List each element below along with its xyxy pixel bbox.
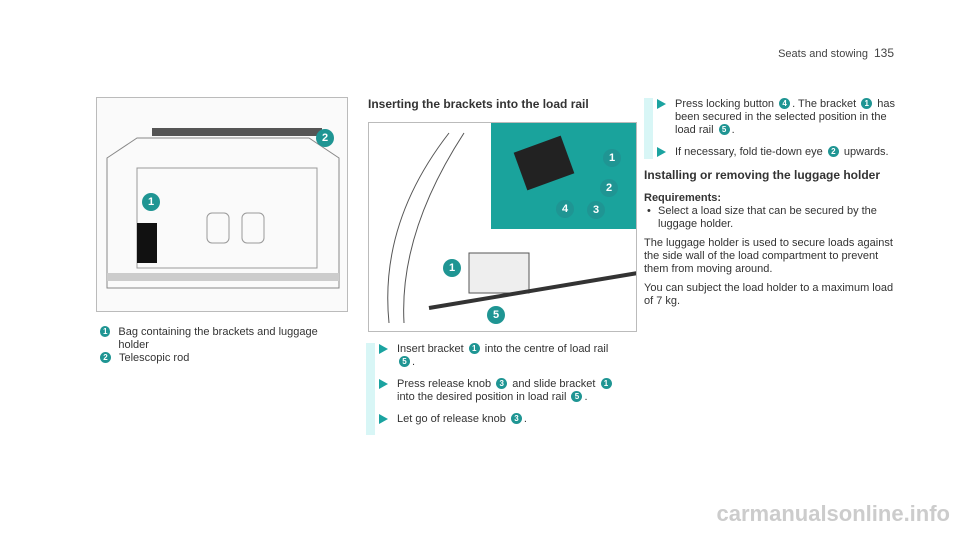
caption-item: 1 Bag containing the brackets and luggage… xyxy=(98,326,338,352)
arrow-icon xyxy=(657,147,666,157)
callout-1: 1 xyxy=(603,149,621,167)
step: Press locking button 4. The bracket 1 ha… xyxy=(657,98,904,137)
text: If necessary, fold tie-down eye xyxy=(675,146,826,158)
watermark: carmanualsonline.info xyxy=(716,501,951,526)
right-column: Press locking button 4. The bracket 1 ha… xyxy=(644,98,904,308)
text: Select a load size that can be secured b… xyxy=(658,205,877,230)
text: Press release knob xyxy=(397,378,495,390)
step: Press release knob 3 and slide bracket 1… xyxy=(379,378,626,404)
callout-ref: 5 xyxy=(571,391,583,402)
figure-bracket-insertion: 1 1 2 3 4 5 xyxy=(368,122,637,332)
step: Let go of release knob 3. xyxy=(379,413,626,426)
text: has been secured in the selected positio… xyxy=(675,98,895,136)
lock-steps: Press locking button 4. The bracket 1 ha… xyxy=(644,98,904,159)
paragraph: The luggage holder is used to secure loa… xyxy=(644,237,893,275)
section-heading: Inserting the brackets into the load rai… xyxy=(368,97,589,111)
text: . xyxy=(412,356,416,368)
figure-captions: 1 Bag containing the brackets and luggage… xyxy=(98,326,338,365)
step: If necessary, fold tie-down eye 2 upward… xyxy=(657,146,904,159)
page-number: 135 xyxy=(873,46,894,60)
callout-ref: 1 xyxy=(861,98,873,109)
load-compartment-illustration xyxy=(106,128,340,289)
caption-number: 2 xyxy=(100,352,111,363)
arrow-icon xyxy=(379,344,388,354)
callout-4: 4 xyxy=(556,200,574,218)
requirement-item: • Select a load size that can be secured … xyxy=(644,205,904,231)
arrow-icon xyxy=(657,99,666,109)
text: Let go of release knob xyxy=(397,413,509,425)
callout-ref: 3 xyxy=(496,378,508,389)
callout-ref: 3 xyxy=(510,413,522,424)
text: . xyxy=(523,413,527,425)
arrow-icon xyxy=(379,414,388,424)
bullet-icon: • xyxy=(647,205,651,217)
caption-item: 2 Telescopic rod xyxy=(98,352,338,365)
callout-2: 2 xyxy=(316,129,334,147)
step: Insert bracket 1 into the centre of load… xyxy=(379,343,626,369)
text: Insert bracket xyxy=(397,343,467,355)
arrow-icon xyxy=(379,379,388,389)
callout-1: 1 xyxy=(443,259,461,277)
callout-ref: 1 xyxy=(600,378,612,389)
callout-1: 1 xyxy=(142,193,160,211)
callout-5: 5 xyxy=(487,306,505,324)
text: upwards. xyxy=(840,146,889,158)
page-header: Seats and stowing 135 xyxy=(778,46,894,60)
section-title: Seats and stowing xyxy=(778,48,868,60)
figure-load-compartment: 1 2 xyxy=(96,97,348,312)
callout-2: 2 xyxy=(600,179,618,197)
callout-ref: 1 xyxy=(468,343,480,354)
section-heading: Installing or removing the luggage holde… xyxy=(644,168,881,182)
caption-text: Bag containing the brackets and luggage … xyxy=(118,326,318,351)
callout-ref: 4 xyxy=(779,98,791,109)
callout-ref: 5 xyxy=(399,356,410,367)
callout-3: 3 xyxy=(587,201,605,219)
text: and slide bracket xyxy=(509,378,599,390)
caption-number: 1 xyxy=(100,326,111,337)
text: into the desired position in load rail xyxy=(397,391,570,403)
text: . The bracket xyxy=(792,98,860,110)
text: . xyxy=(731,124,735,136)
bracket-illustration xyxy=(387,123,636,324)
callout-ref: 2 xyxy=(827,146,839,157)
text: . xyxy=(584,391,588,403)
requirements-label: Requirements: xyxy=(644,192,722,204)
callout-ref: 5 xyxy=(718,124,730,135)
text: Press locking button xyxy=(675,98,778,110)
text: into the centre of load rail xyxy=(481,343,609,355)
paragraph: You can subject the load holder to a max… xyxy=(644,282,894,307)
caption-text: Telescopic rod xyxy=(119,352,190,364)
insert-steps: Insert bracket 1 into the centre of load… xyxy=(366,343,626,435)
